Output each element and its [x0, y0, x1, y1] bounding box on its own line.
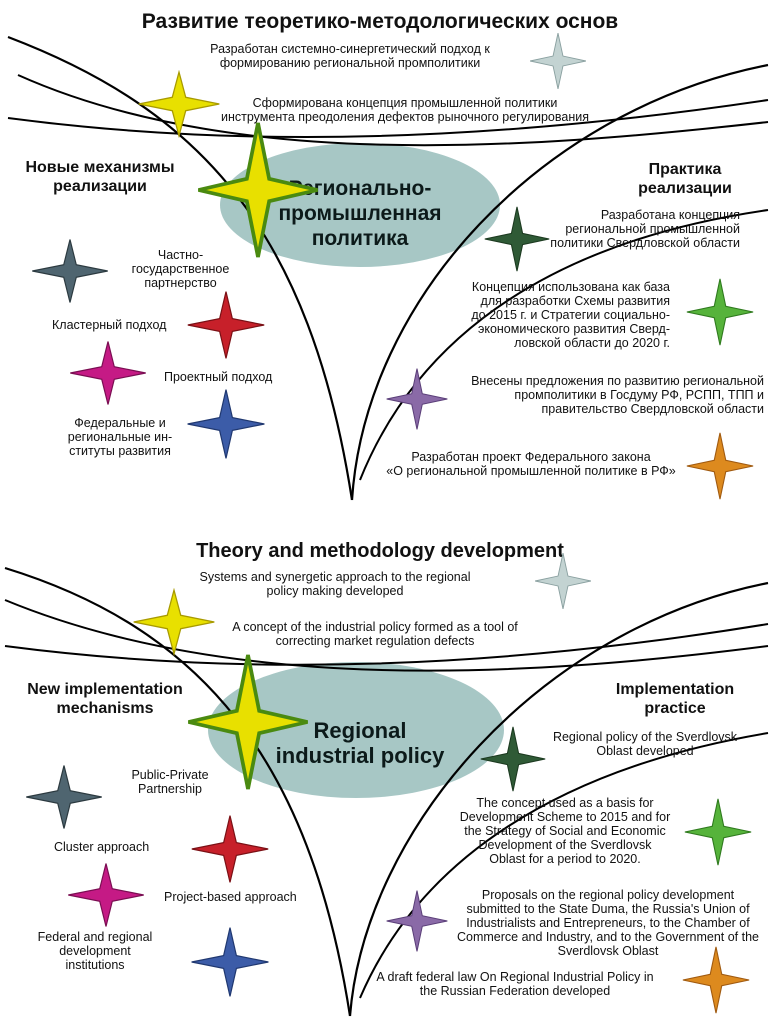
left-heading: Новые механизмы реализации: [25, 159, 175, 195]
left-item-4: Федеральные и региональные ин- ституты р…: [67, 416, 173, 458]
page-title: Theory and methodology development: [196, 540, 564, 562]
left-item-2: Кластерный подход: [52, 318, 167, 332]
top-item-1: Systems and synergetic approach to the r…: [199, 570, 471, 598]
center-ellipse: [220, 143, 500, 267]
star-icon-lightgray: [535, 553, 591, 609]
right-item-1: Разработана концепция региональной промы…: [550, 208, 740, 250]
star-icon-yellow-small: [138, 70, 220, 138]
left-item-3: Проектный подход: [164, 370, 273, 384]
star-icon-green: [686, 278, 754, 346]
diagram-panel-en: Theory and methodology development Syste…: [0, 528, 772, 1017]
top-item-1: Разработан системно-синергетический подх…: [210, 42, 490, 70]
star-icon-magenta: [68, 863, 144, 927]
star-icon-purple: [386, 890, 448, 952]
right-funnel-curve: [348, 581, 769, 1017]
star-icon-yellow-large: [198, 122, 318, 258]
page-title: Развитие теоретико-методологических осно…: [141, 10, 619, 33]
left-item-2: Cluster approach: [54, 840, 150, 854]
left-item-3: Project-based approach: [164, 890, 297, 904]
star-icon-darkgreen: [484, 206, 550, 272]
left-item-1: Public-Private Partnership: [131, 768, 209, 796]
star-icon-lightgray: [530, 33, 586, 89]
right-funnel-curve: [350, 63, 769, 501]
star-icon-yellow-large: [188, 654, 308, 790]
left-heading: New implementation mechanisms: [27, 681, 183, 717]
star-icon-red: [187, 291, 265, 359]
top-item-2: A concept of the industrial policy forme…: [232, 620, 518, 648]
star-icon-orange: [686, 432, 754, 500]
star-icon-blue: [191, 927, 269, 997]
left-item-1: Частно- государственное партнерство: [131, 248, 230, 290]
right-item-2: The concept used as a basis for Developm…: [459, 796, 671, 866]
center-ellipse: [208, 662, 504, 798]
star-icon-darkgreen: [480, 726, 546, 792]
star-icon-yellow-small: [133, 588, 215, 656]
right-item-3: Внесены предложения по развитию регионал…: [471, 374, 764, 416]
diagram-panel-ru: Развитие теоретико-методологических осно…: [0, 0, 772, 505]
star-icon-orange: [682, 946, 750, 1014]
right-heading: Implementation practice: [615, 681, 735, 717]
star-icon-blue: [187, 389, 265, 459]
right-heading: Практика реализации: [638, 161, 732, 197]
right-item-3: Proposals on the regional policy develop…: [456, 888, 759, 958]
arc-curve-1: [17, 74, 769, 147]
star-icon-red: [191, 815, 269, 883]
arc-curve-2: [4, 623, 769, 666]
right-lower-curve: [359, 209, 769, 481]
right-item-2: Концепция использована как база для разр…: [471, 280, 670, 350]
arc-curve-1: [4, 599, 769, 672]
center-label: Регионально- промышленная политика: [278, 177, 442, 250]
star-icon-slate: [26, 765, 102, 829]
star-icon-magenta: [70, 341, 146, 405]
star-icon-green: [684, 798, 752, 866]
center-label: Regional industrial policy: [275, 718, 445, 768]
right-lower-curve: [359, 732, 769, 999]
right-item-4: Разработан проект Федерального закона «О…: [386, 450, 676, 478]
star-icon-slate: [32, 239, 108, 303]
top-item-2: Сформирована концепция промышленной поли…: [221, 96, 589, 124]
arc-curve-2: [7, 99, 769, 138]
right-item-1: Regional policy of the Sverdlovsk Oblast…: [552, 730, 738, 758]
left-item-4: Federal and regional development institu…: [37, 930, 153, 972]
right-item-4: A draft federal law On Regional Industri…: [376, 970, 654, 998]
star-icon-purple: [386, 368, 448, 430]
